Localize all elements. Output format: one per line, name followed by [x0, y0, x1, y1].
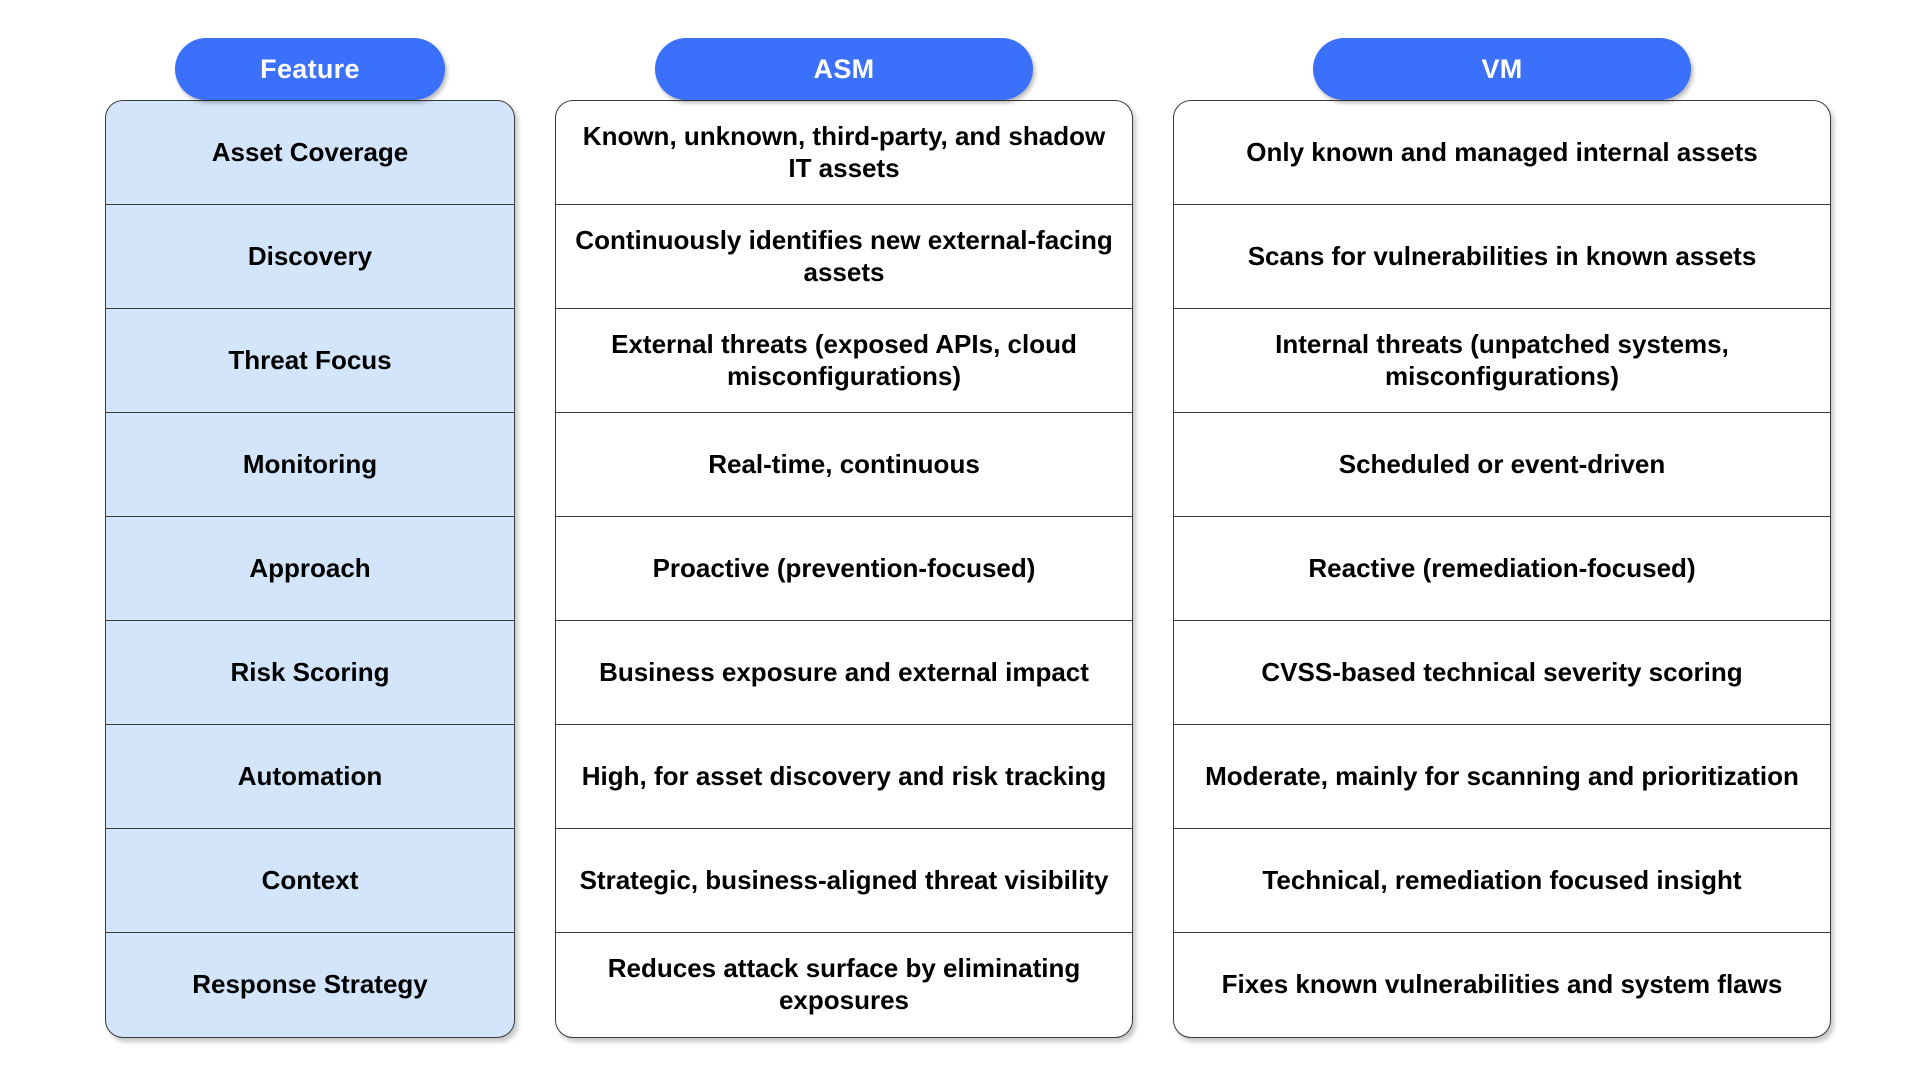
cell-text: Risk Scoring — [230, 656, 390, 687]
cell-text: Asset Coverage — [211, 136, 409, 167]
cell-text: Scans for vulnerabilities in known asset… — [1247, 240, 1757, 271]
table-cell-asm: Business exposure and external impact — [556, 621, 1132, 725]
cell-text: CVSS-based technical severity scoring — [1261, 656, 1743, 687]
table-cell-asm: Known, unknown, third-party, and shadow … — [556, 101, 1132, 205]
table-cell-feature: Discovery — [106, 205, 514, 309]
cell-text: Internal threats (unpatched systems, mis… — [1275, 328, 1729, 391]
cell-text: Business exposure and external impact — [599, 656, 1089, 687]
table-cell-feature: Threat Focus — [106, 309, 514, 413]
asm-cells: Known, unknown, third-party, and shadow … — [555, 100, 1133, 1038]
cell-text: External threats (exposed APIs, cloud mi… — [611, 328, 1077, 391]
column-header-vm[interactable]: VM — [1313, 38, 1691, 100]
table-cell-vm: Reactive (remediation-focused) — [1174, 517, 1830, 621]
cell-text: Real-time, continuous — [708, 448, 980, 479]
cell-text: Context — [261, 864, 359, 895]
table-cell-feature: Automation — [106, 725, 514, 829]
table-cell-feature: Monitoring — [106, 413, 514, 517]
table-cell-feature: Approach — [106, 517, 514, 621]
cell-text: Technical, remediation focused insight — [1262, 864, 1742, 895]
table-cell-vm: CVSS-based technical severity scoring — [1174, 621, 1830, 725]
cell-text: Monitoring — [242, 448, 378, 479]
cell-text: Proactive (prevention-focused) — [652, 552, 1036, 583]
table-cell-feature: Risk Scoring — [106, 621, 514, 725]
table-cell-feature: Asset Coverage — [106, 101, 514, 205]
cell-text: Strategic, business-aligned threat visib… — [579, 864, 1109, 895]
table-cell-asm: Reduces attack surface by eliminating ex… — [556, 933, 1132, 1037]
table-cell-asm: Continuously identifies new external-fac… — [556, 205, 1132, 309]
table-cell-vm: Internal threats (unpatched systems, mis… — [1174, 309, 1830, 413]
table-cell-feature: Response Strategy — [106, 933, 514, 1037]
cell-text: Continuously identifies new external-fac… — [575, 224, 1113, 287]
table-cell-asm: External threats (exposed APIs, cloud mi… — [556, 309, 1132, 413]
cell-text: Response Strategy — [192, 969, 428, 1000]
cell-text: Only known and managed internal assets — [1246, 136, 1758, 167]
table-cell-feature: Context — [106, 829, 514, 933]
cell-text: Automation — [237, 760, 383, 791]
cell-text: High, for asset discovery and risk track… — [581, 760, 1107, 791]
table-cell-asm: High, for asset discovery and risk track… — [556, 725, 1132, 829]
column-vm: VM Only known and managed internal asset… — [1173, 38, 1831, 1038]
cell-text: Threat Focus — [228, 344, 392, 375]
table-cell-asm: Proactive (prevention-focused) — [556, 517, 1132, 621]
cell-text: Moderate, mainly for scanning and priori… — [1205, 760, 1799, 791]
table-cell-vm: Technical, remediation focused insight — [1174, 829, 1830, 933]
cell-text: Reactive (remediation-focused) — [1308, 552, 1696, 583]
column-asm: ASM Known, unknown, third-party, and sha… — [555, 38, 1133, 1038]
cell-text: Approach — [249, 552, 371, 583]
feature-cells: Asset Coverage Discovery Threat Focus Mo… — [105, 100, 515, 1038]
table-cell-vm: Moderate, mainly for scanning and priori… — [1174, 725, 1830, 829]
vm-cells: Only known and managed internal assets S… — [1173, 100, 1831, 1038]
cell-text: Discovery — [247, 240, 373, 271]
table-cell-vm: Scheduled or event-driven — [1174, 413, 1830, 517]
cell-text: Scheduled or event-driven — [1338, 448, 1666, 479]
cell-text: Known, unknown, third-party, and shadow … — [582, 120, 1106, 183]
column-header-asm[interactable]: ASM — [655, 38, 1033, 100]
table-cell-vm: Fixes known vulnerabilities and system f… — [1174, 933, 1830, 1037]
table-cell-vm: Only known and managed internal assets — [1174, 101, 1830, 205]
cell-text: Reduces attack surface by eliminating ex… — [607, 953, 1081, 1015]
cell-text: Fixes known vulnerabilities and system f… — [1221, 969, 1783, 1000]
table-cell-vm: Scans for vulnerabilities in known asset… — [1174, 205, 1830, 309]
table-cell-asm: Strategic, business-aligned threat visib… — [556, 829, 1132, 933]
column-header-feature[interactable]: Feature — [175, 38, 445, 100]
column-feature: Feature Asset Coverage Discovery Threat … — [105, 38, 515, 1038]
table-cell-asm: Real-time, continuous — [556, 413, 1132, 517]
